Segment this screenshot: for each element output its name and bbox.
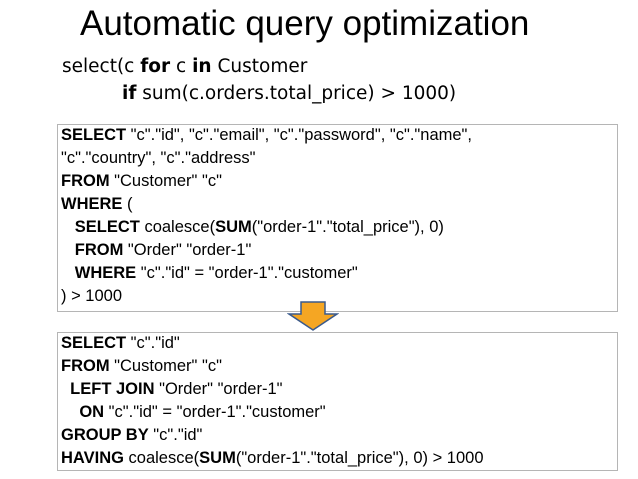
code-text: c (170, 56, 193, 77)
sql-text: ) > 1000 (61, 287, 123, 305)
sql-text: "Order" "order-1" (123, 241, 252, 259)
sql-text: "Customer" "c" (109, 172, 222, 190)
sql-keyword: WHERE (61, 195, 123, 213)
sql-query-optimized: SELECT "c"."id" FROM "Customer" "c" LEFT… (57, 332, 618, 471)
sql-keyword: SELECT (61, 334, 127, 352)
sql2-line-3: LEFT JOIN "Order" "order-1" (61, 380, 282, 399)
sql-indent (61, 218, 75, 236)
sql-text: "c"."country", "c"."address" (61, 149, 256, 167)
sql-keyword: SUM (215, 218, 252, 236)
down-arrow-icon (287, 301, 339, 331)
sql-keyword: SUM (199, 449, 236, 467)
sql1-line-2: "c"."country", "c"."address" (61, 149, 256, 168)
sql-text: ("order-1"."total_price"), 0) > 1000 (235, 449, 484, 467)
sql-text: "Order" "order-1" (154, 380, 283, 398)
sql-indent (61, 403, 79, 421)
sql-keyword: SELECT (61, 126, 127, 144)
sql1-line-4: WHERE ( (61, 195, 133, 214)
sql-keyword: HAVING (61, 449, 124, 467)
python-code-line-1: select(c for c in Customer (62, 56, 307, 77)
keyword-in: in (192, 56, 212, 77)
sql-keyword: LEFT JOIN (70, 380, 155, 398)
code-text: sum(c.orders.total_price) > 1000) (136, 83, 457, 104)
keyword-if: if (122, 83, 137, 104)
sql1-line-6: FROM "Order" "order-1" (61, 241, 252, 260)
sql2-line-5: GROUP BY "c"."id" (61, 426, 202, 445)
sql-keyword: GROUP BY (61, 426, 149, 444)
sql-keyword: WHERE (74, 264, 137, 282)
sql1-line-7: WHERE "c"."id" = "order-1"."customer" (61, 264, 358, 283)
sql-query-original: SELECT "c"."id", "c"."email", "c"."passw… (57, 124, 618, 312)
sql1-line-3: FROM "Customer" "c" (61, 172, 222, 191)
sql-text: "c"."id" = "order-1"."customer" (104, 403, 326, 421)
sql2-line-4: ON "c"."id" = "order-1"."customer" (61, 403, 326, 422)
sql2-line-2: FROM "Customer" "c" (61, 357, 222, 376)
sql-text: "c"."id" = "order-1"."customer" (136, 264, 358, 282)
slide-title: Automatic query optimization (80, 4, 530, 43)
sql2-line-1: SELECT "c"."id" (61, 334, 180, 353)
sql-text: ( (122, 195, 133, 213)
sql-keyword: SELECT (74, 218, 140, 236)
sql-indent (61, 264, 75, 282)
sql-text: ("order-1"."total_price"), 0) (251, 218, 444, 236)
sql-text: "c"."id" (126, 334, 180, 352)
keyword-for: for (140, 56, 171, 77)
sql1-line-5: SELECT coalesce(SUM("order-1"."total_pri… (61, 218, 444, 237)
sql-keyword: FROM (74, 241, 124, 259)
sql-indent (61, 380, 70, 398)
sql-text: coalesce( (139, 218, 216, 236)
sql2-line-6: HAVING coalesce(SUM("order-1"."total_pri… (61, 449, 484, 468)
code-text: select(c (62, 56, 141, 77)
sql-keyword: FROM (61, 172, 110, 190)
sql1-line-8: ) > 1000 (61, 287, 122, 306)
code-text: Customer (211, 56, 308, 77)
sql-text: "c"."id", "c"."email", "c"."password", "… (126, 126, 472, 144)
sql-keyword: ON (79, 403, 105, 421)
sql-keyword: FROM (61, 357, 110, 375)
python-code-line-2: if sum(c.orders.total_price) > 1000) (122, 83, 456, 104)
sql-indent (61, 241, 75, 259)
sql-text: "c"."id" (148, 426, 203, 444)
sql-text: "Customer" "c" (109, 357, 222, 375)
sql1-line-1: SELECT "c"."id", "c"."email", "c"."passw… (61, 126, 472, 145)
sql-text: coalesce( (123, 449, 200, 467)
